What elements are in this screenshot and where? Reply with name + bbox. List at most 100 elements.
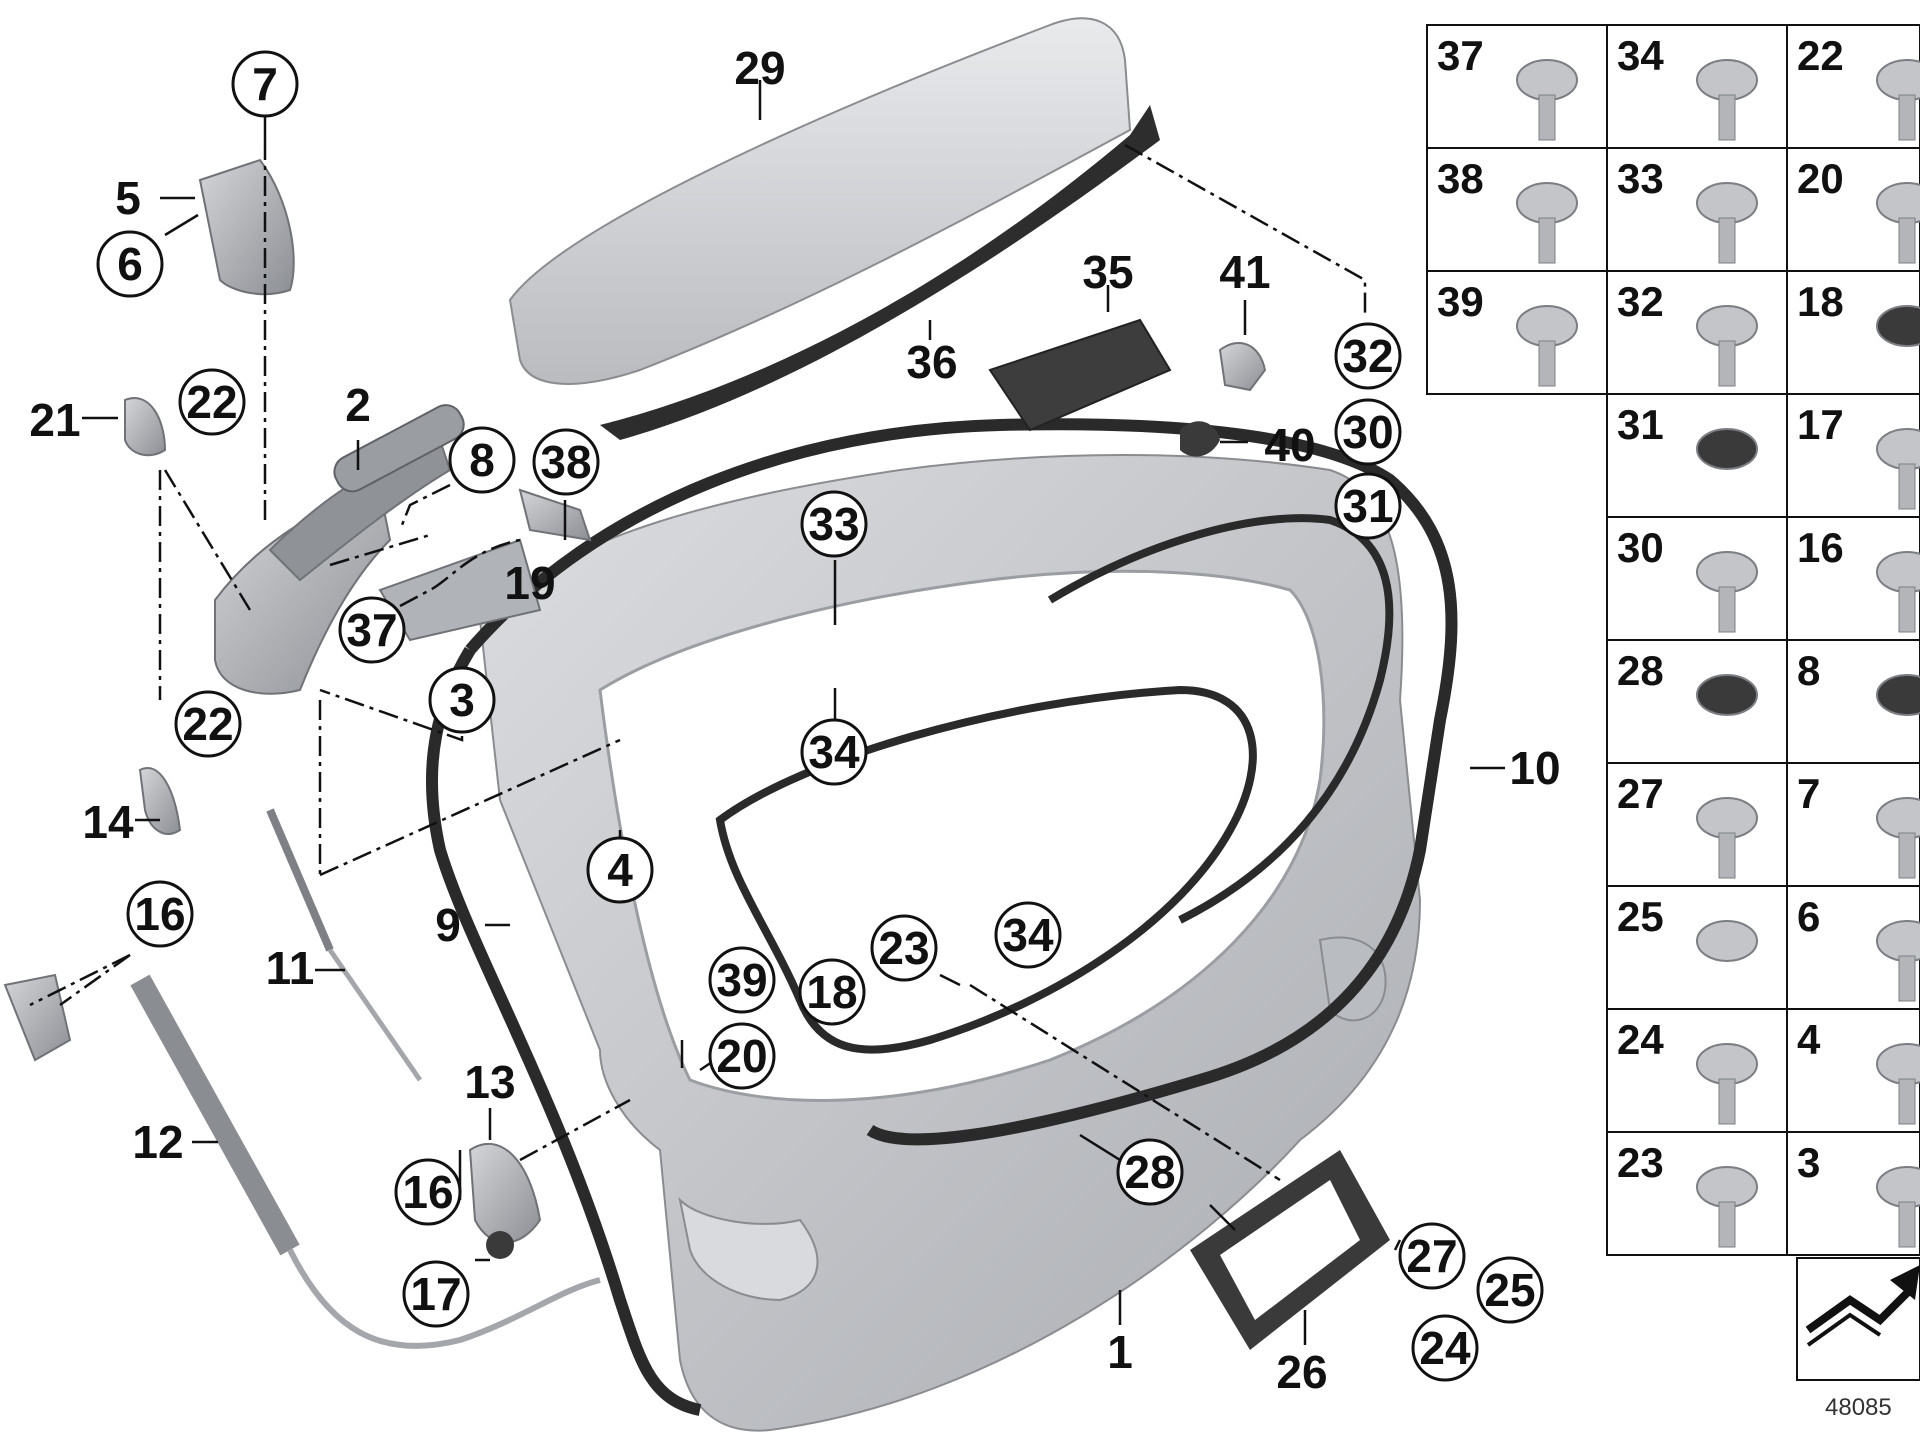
callout-circle: [448, 426, 516, 494]
fastener-label: 27: [1617, 770, 1664, 817]
diagram-code: 48085: [1825, 1394, 1892, 1421]
lock-cylinder: [486, 1231, 514, 1259]
callout-label: 22: [182, 698, 233, 750]
gas-strut-11: [266, 808, 423, 1082]
callout-label: 22: [186, 376, 237, 428]
callout-40: 40: [1264, 419, 1315, 471]
callout-label: 34: [808, 726, 860, 778]
callout-32: 32: [1334, 322, 1402, 390]
fastener-icon: [1516, 305, 1578, 347]
fastener-label: 24: [1617, 1016, 1664, 1063]
callout-label: 32: [1342, 330, 1393, 382]
callout-label: 31: [1342, 480, 1393, 532]
callout-1: 1: [1107, 1326, 1133, 1378]
callout-circle: [178, 368, 246, 436]
callout-label: 10: [1509, 742, 1560, 794]
fastener-label: 28: [1617, 647, 1664, 694]
callout-label: 25: [1484, 1264, 1535, 1316]
callout-label: 23: [878, 922, 929, 974]
callout-label: 35: [1082, 246, 1133, 298]
callout-label: 14: [82, 796, 134, 848]
fastener-cell-30: 30: [1606, 516, 1788, 641]
fastener-cell-7: 7: [1786, 762, 1920, 887]
fastener-label: 22: [1797, 32, 1844, 79]
outer-seal: [465, 418, 1458, 1146]
fastener-label: 25: [1617, 893, 1664, 940]
fastener-cell-24: 24: [1606, 1008, 1788, 1133]
callout-label: 37: [346, 604, 397, 656]
callout-label: 17: [410, 1268, 461, 1320]
callout-12: 12: [132, 1116, 183, 1168]
callout-14: 14: [82, 796, 134, 848]
callout-circle: [402, 1260, 470, 1328]
fastener-icon: [1696, 920, 1758, 962]
fastener-label: 6: [1797, 893, 1820, 940]
callout-8: 8: [448, 426, 516, 494]
fastener-icon: [1516, 182, 1578, 224]
callout-circle: [586, 836, 654, 904]
fastener-cell-3: 3: [1786, 1131, 1920, 1256]
bracket-21: [124, 397, 167, 457]
callout-label: 29: [734, 42, 785, 94]
callout-circle: [1476, 1256, 1544, 1324]
callout-circle: [708, 946, 776, 1014]
callout-label: 24: [1419, 1322, 1471, 1374]
fastener-icon: [1696, 428, 1758, 470]
callout-label: 13: [464, 1056, 515, 1108]
callout-22: 22: [174, 690, 242, 758]
callout-label: 30: [1342, 406, 1393, 458]
callout-label: 16: [134, 888, 185, 940]
fastener-icon: [1696, 797, 1758, 839]
fastener-cell-34: 34: [1606, 24, 1788, 149]
fastener-icon: [1516, 59, 1578, 101]
callout-label: 20: [716, 1030, 767, 1082]
callout-22: 22: [178, 368, 246, 436]
fastener-cell-8: 8: [1786, 639, 1920, 764]
callout-5: 5: [115, 172, 141, 224]
callout-20: 20: [708, 1022, 776, 1090]
fastener-label: 37: [1437, 32, 1484, 79]
fastener-label: 16: [1797, 524, 1844, 571]
callout-label: 34: [1002, 909, 1054, 961]
callout-label: 38: [540, 436, 591, 488]
fastener-label: 8: [1797, 647, 1820, 694]
fastener-cell-23: 23: [1606, 1131, 1788, 1256]
orientation-symbol: [1796, 1257, 1920, 1381]
callout-circle: [338, 596, 406, 664]
fastener-cell-22: 22: [1786, 24, 1920, 149]
callout-label: 36: [906, 336, 957, 388]
callout-label: 8: [469, 434, 495, 486]
fastener-label: 31: [1617, 401, 1664, 448]
callout-34: 34: [994, 901, 1062, 969]
fastener-label: 23: [1617, 1139, 1664, 1186]
callout-label: 7: [252, 58, 278, 110]
callout-25: 25: [1476, 1256, 1544, 1324]
callout-label: 5: [115, 172, 141, 224]
fastener-label: 3: [1797, 1139, 1820, 1186]
fastener-cell-37: 37: [1426, 24, 1608, 149]
fastener-cell-33: 33: [1606, 147, 1788, 272]
callout-39: 39: [708, 946, 776, 1014]
callout-circle: [870, 914, 938, 982]
callout-33: 33: [800, 490, 868, 558]
fastener-cell-6: 6: [1786, 885, 1920, 1010]
callout-label: 11: [266, 942, 315, 994]
fastener-label: 39: [1437, 278, 1484, 325]
fastener-cell-17: 17: [1786, 393, 1920, 518]
fastener-cell-20: 20: [1786, 147, 1920, 272]
fastener-label: 18: [1797, 278, 1844, 325]
fastener-cell-4: 4: [1786, 1008, 1920, 1133]
frame-seal: [1047, 514, 1394, 924]
hinge-assembly: [214, 404, 465, 695]
control-unit: [988, 318, 1172, 432]
tailgate-lock: [468, 1143, 542, 1244]
callout-27: 27: [1398, 1222, 1466, 1290]
bracket-5: [198, 158, 295, 296]
callout-24: 24: [1411, 1314, 1479, 1382]
callout-35: 35: [1082, 246, 1133, 298]
strut-bracket: [3, 973, 72, 1062]
callout-circle: [428, 666, 496, 734]
fastener-label: 38: [1437, 155, 1484, 202]
